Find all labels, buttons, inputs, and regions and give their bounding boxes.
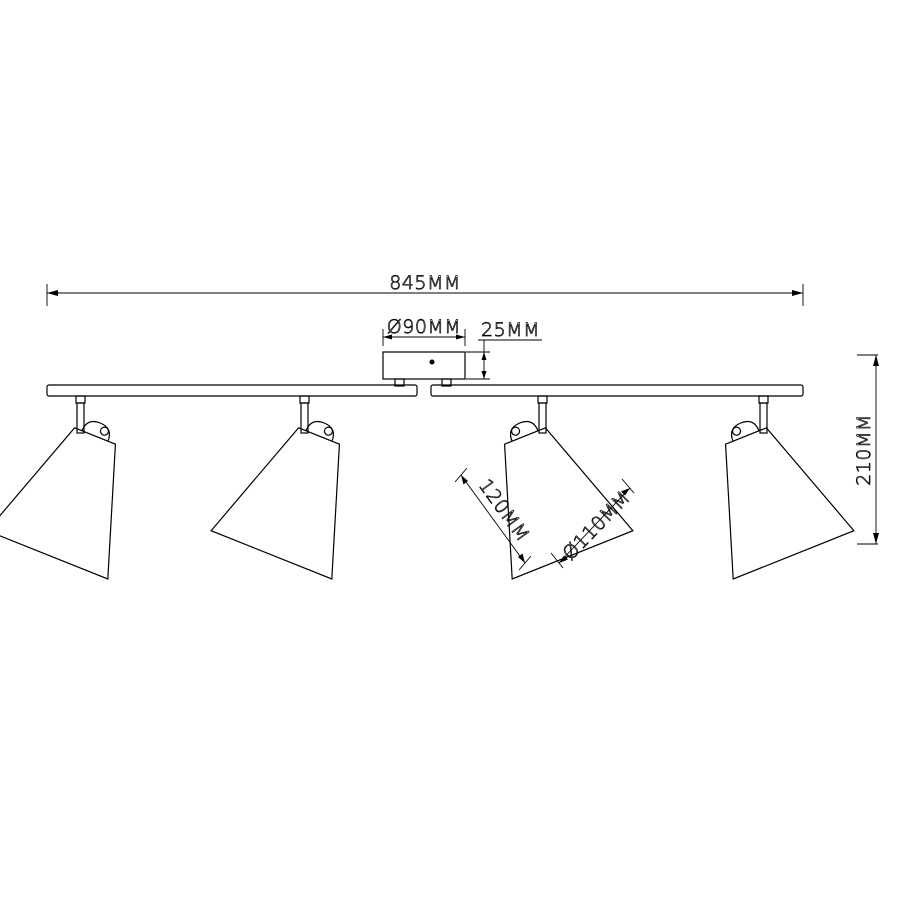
spot-4-shade-cap (730, 420, 760, 442)
spot-4-pivot (731, 426, 742, 436)
spot-3-shade-body (503, 427, 634, 580)
ext-line-right (621, 478, 635, 494)
spot-1-pivot (99, 426, 110, 436)
spotlight-2 (210, 395, 341, 580)
spot-2-connector (299, 395, 310, 404)
shade-length-dimension: 120MM (454, 467, 534, 571)
dim-line (558, 487, 631, 564)
arrow-right (792, 290, 803, 296)
canopy-body (382, 351, 466, 380)
arrow-bottom (518, 553, 525, 563)
canopy (382, 351, 466, 387)
arrow-top (873, 355, 879, 366)
spot-2-arm (300, 402, 309, 434)
arrow-left (559, 555, 568, 563)
spot-3-connector (537, 395, 548, 404)
spot-2-shade-cap (305, 420, 335, 442)
spotlight-3 (503, 395, 634, 580)
spot-4-connector (758, 395, 769, 404)
spot-3-arm (538, 402, 547, 434)
spot-3-shade (503, 420, 634, 580)
arrow-bottom (481, 371, 487, 379)
shade-diameter-dimension: Ø110MM (550, 478, 635, 569)
overall-length-label: 845MM (389, 272, 461, 294)
overall-height-dimension: 210MM (853, 354, 879, 545)
overall-height-label: 210MM (853, 414, 875, 486)
arrow-top (461, 475, 468, 485)
spot-3-pivot (510, 426, 521, 436)
bar-right (430, 384, 804, 397)
shade-diameter-label: Ø110MM (559, 487, 635, 565)
spot-3-shade-cap (509, 420, 539, 442)
spot-2-shade (210, 420, 341, 580)
canopy-stem-left (394, 378, 405, 387)
canopy-stem-right (441, 378, 452, 387)
arrow-right (456, 334, 465, 340)
spot-2-shade-body (210, 427, 341, 580)
arrow-left (47, 290, 58, 296)
overall-length-dimension: 845MM (46, 272, 804, 306)
spotlight-1 (0, 395, 117, 580)
arrow-left (383, 334, 392, 340)
canopy-diameter-label: Ø90MM (387, 316, 461, 338)
arrow-bottom (873, 533, 879, 544)
spot-4-shade-body (724, 427, 855, 580)
spot-1-arm (76, 402, 85, 434)
mounting-bar (46, 384, 804, 397)
canopy-screw (429, 359, 435, 365)
arrow-right (621, 488, 630, 496)
ext-line-left (550, 552, 564, 569)
spot-1-connector (75, 395, 86, 404)
spot-4-arm (759, 402, 768, 434)
spotlight-4 (724, 395, 855, 580)
shade-length-label: 120MM (474, 475, 534, 546)
arrow-top (481, 352, 487, 360)
canopy-height-dimension: 25MM (466, 319, 542, 380)
canopy-height-label: 25MM (481, 319, 540, 341)
canopy-diameter-dimension: Ø90MM (382, 316, 466, 346)
spot-1-shade-cap (81, 420, 111, 442)
spot-1-shade-body (0, 427, 117, 580)
spot-1-shade (0, 420, 117, 580)
dim-line (460, 474, 526, 564)
spot-4-shade (724, 420, 855, 580)
bar-left (46, 384, 418, 397)
spot-2-pivot (323, 426, 334, 436)
